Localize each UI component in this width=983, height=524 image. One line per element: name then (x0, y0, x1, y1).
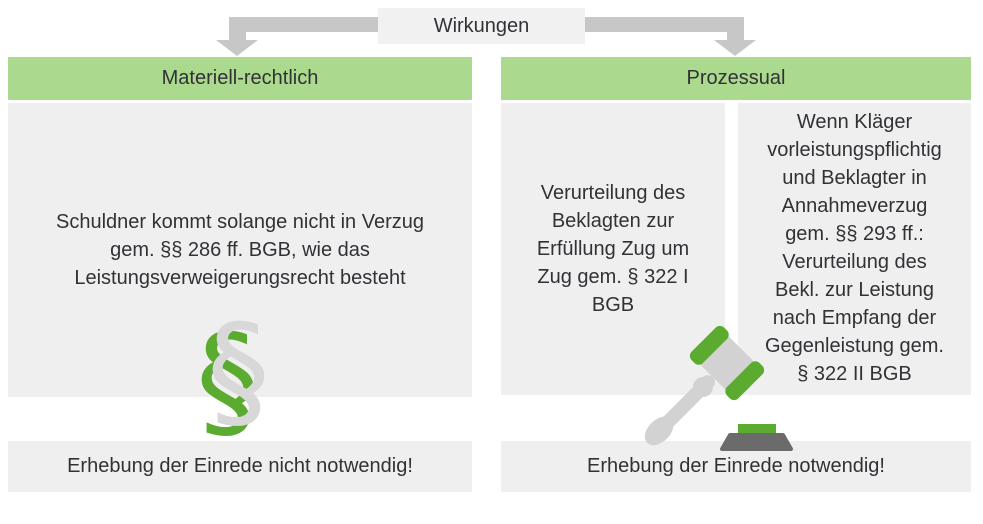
right-arrow-shaft (727, 17, 744, 41)
root-label: Wirkungen (433, 14, 530, 37)
right-column-left-box-text: Verurteilung des Beklagten zur Erfüllung… (536, 182, 690, 316)
sound-block-top (738, 424, 776, 435)
left-column-body-text: Schuldner kommt solange nicht in Verzug … (56, 211, 424, 289)
right-column-right-box: Wenn Kläger vorleistungspflichtig und Be… (738, 103, 971, 395)
left-arrow-head-icon (216, 40, 258, 56)
left-column-footer-box: Erhebung der Einrede nicht notwendig! (8, 441, 472, 492)
left-column-body-box: Schuldner kommt solange nicht in Verzug … (8, 103, 472, 397)
right-column-left-box: Verurteilung des Beklagten zur Erfüllung… (501, 103, 725, 395)
right-arrow-head-icon (714, 40, 756, 56)
right-column-footer-box: Erhebung der Einrede notwendig! (501, 441, 971, 492)
left-column-header-label: Materiell-rechtlich (161, 67, 319, 89)
right-arrow-horizontal-bar (583, 17, 736, 32)
right-column-header-label: Prozessual (686, 67, 786, 89)
root-label-box: Wirkungen (378, 8, 585, 44)
left-arrow-shaft (229, 17, 246, 41)
right-column-footer-text: Erhebung der Einrede notwendig! (587, 455, 885, 477)
right-column-right-box-text: Wenn Kläger vorleistungspflichtig und Be… (764, 111, 944, 385)
left-column-footer-text: Erhebung der Einrede nicht notwendig! (67, 455, 413, 477)
left-column-header: Materiell-rechtlich (8, 57, 472, 100)
right-column-header: Prozessual (501, 57, 971, 100)
left-arrow-horizontal-bar (232, 17, 382, 32)
